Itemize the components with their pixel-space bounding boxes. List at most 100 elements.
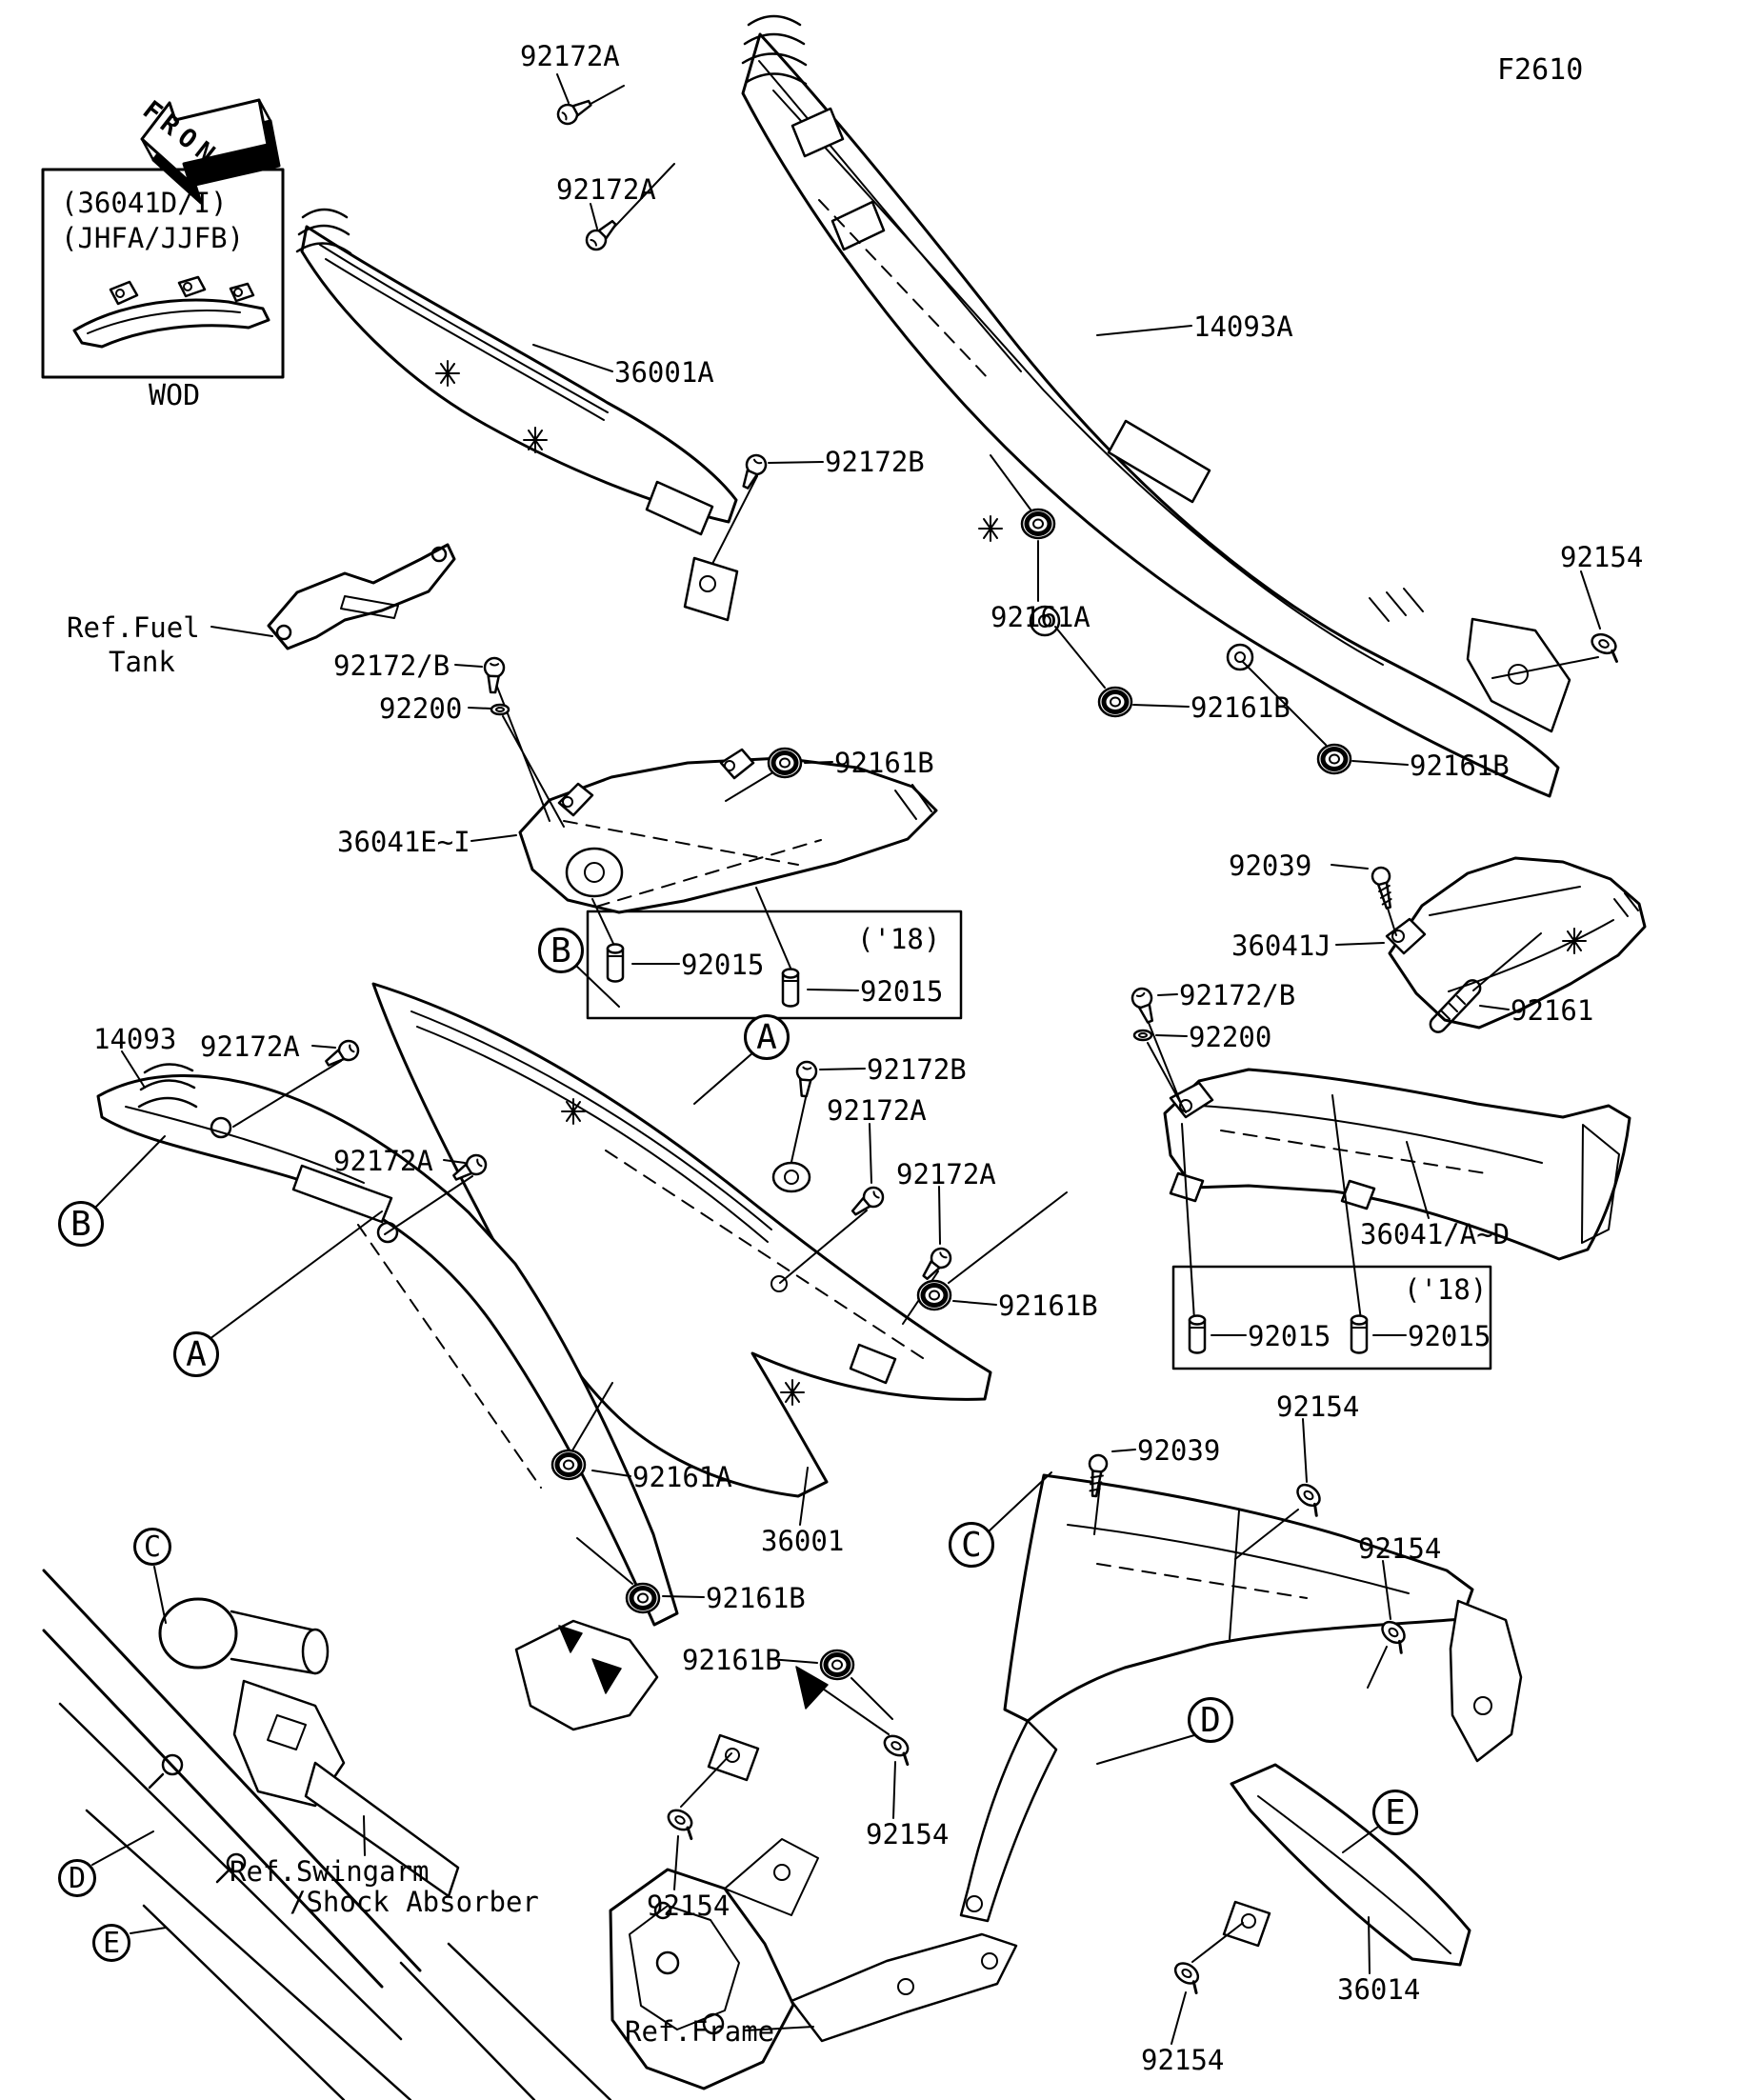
grommet-icon	[552, 1450, 585, 1479]
part-label-36001a-2: 36001A	[614, 356, 714, 389]
part-label-14093a-4: 14093A	[1193, 310, 1293, 343]
figure-code: F2610	[1497, 53, 1584, 87]
part-label-92172a-0: 92172A	[520, 40, 620, 72]
cover-36041A-D-drawing	[1163, 1068, 1631, 1261]
chain-cover-drawing	[959, 1473, 1523, 1967]
part-label-92154-41: 92154	[866, 1818, 950, 1850]
part-label-92015-15: 92015	[681, 949, 765, 981]
inset-line1: (36041D/I)	[61, 187, 228, 219]
damper-peg-icon	[1188, 1314, 1207, 1354]
part-label-92161b-37: 92161B	[682, 1644, 782, 1676]
screw-icon	[552, 92, 596, 130]
part-label-92161b-9: 92161B	[834, 747, 934, 779]
part-label-reffuel-10: Ref.Fuel	[67, 611, 200, 644]
part-label-92200-13: 92200	[379, 692, 463, 725]
part-label-shockabsorber-44: /Shock Absorber	[290, 1886, 539, 1918]
part-label-92039-18: 92039	[1229, 850, 1312, 882]
callout-c-4: C	[133, 1528, 171, 1566]
grommet-icon	[1022, 510, 1054, 538]
flat-screw-icon	[662, 1805, 703, 1841]
part-label-36041j-19: 36041J	[1231, 930, 1331, 962]
part-label-92015-32: 92015	[1248, 1320, 1331, 1352]
part-label-92039-39: 92039	[1137, 1434, 1221, 1467]
part-label-92154-40: 92154	[1358, 1532, 1442, 1565]
callout-d-8: D	[1188, 1697, 1233, 1743]
grommet-icon	[918, 1281, 951, 1310]
part-label-18-31: ('18)	[1404, 1273, 1488, 1306]
inset-line2: (JHFA/JJFB)	[61, 222, 245, 254]
screw-icon	[581, 214, 622, 255]
tapping-screw-icon	[1369, 864, 1399, 911]
callout-a-3: A	[173, 1331, 219, 1377]
part-label-92161b-8: 92161B	[1410, 750, 1510, 782]
part-label-36041ei-14: 36041E~I	[337, 826, 470, 858]
bracket-36041E-I-drawing	[518, 748, 938, 914]
fuel-tank-bracket-drawing	[267, 543, 456, 650]
damper-peg-icon	[606, 943, 625, 983]
callout-b-2: B	[58, 1201, 104, 1247]
part-label-92172a-28: 92172A	[896, 1158, 996, 1190]
front-arrow-icon	[140, 98, 281, 205]
grommet-icon	[769, 749, 801, 777]
part-label-92015-17: 92015	[860, 975, 944, 1008]
part-label-36001-35: 36001	[761, 1525, 845, 1557]
frame-reference-drawing	[609, 1838, 1018, 2090]
dashed-assembly-lines	[357, 199, 1487, 1599]
wod-part-drawing	[72, 275, 270, 349]
callout-a-1: A	[744, 1014, 790, 1060]
part-label-92015-33: 92015	[1408, 1320, 1491, 1352]
washer-icon	[1132, 1029, 1153, 1042]
part-label-92154-5: 92154	[1560, 541, 1644, 573]
flat-screw-icon	[1169, 1957, 1210, 1994]
part-label-92172a-27: 92172A	[827, 1094, 927, 1127]
part-label-14093-23: 14093	[93, 1023, 177, 1055]
part-label-92172b-26: 92172B	[867, 1053, 967, 1086]
washer-icon	[490, 703, 510, 716]
flat-screw-icon	[1587, 629, 1627, 663]
leader-lines	[91, 73, 1601, 2045]
cover-14093-drawing	[96, 1063, 829, 1782]
part-label-92154-46: 92154	[1141, 2044, 1225, 2076]
grommet-icon	[1099, 688, 1131, 716]
part-label-92154-38: 92154	[1276, 1390, 1360, 1423]
part-label-92172a-1: 92172A	[556, 173, 656, 206]
cover-14093A-drawing	[741, 14, 1571, 798]
fasteners	[321, 92, 1627, 1994]
inset-caption: WOD	[149, 379, 201, 412]
screw-icon	[793, 1059, 819, 1099]
part-label-92161-22: 92161	[1511, 994, 1594, 1027]
part-label-92154-42: 92154	[647, 1890, 730, 1922]
callout-e-6: E	[92, 1924, 130, 1962]
flat-screw-icon	[878, 1730, 919, 1767]
part-label-36014-47: 36014	[1337, 1973, 1421, 2006]
screw-icon	[1128, 984, 1161, 1027]
screw-icon	[321, 1035, 364, 1073]
inset-box-outline	[41, 168, 285, 379]
part-label-92200-21: 92200	[1189, 1021, 1272, 1053]
cover-36041J-drawing	[1385, 856, 1647, 1030]
part-label-92172b-12: 92172/B	[333, 650, 450, 682]
cover-36001A-drawing	[295, 208, 739, 622]
callout-e-9: E	[1372, 1790, 1418, 1835]
callout-b-0: B	[538, 928, 584, 973]
grommet-icon	[627, 1584, 659, 1612]
part-label-92172b-20: 92172/B	[1179, 979, 1296, 1011]
part-label-92161a-6: 92161A	[991, 601, 1091, 633]
screw-icon	[482, 656, 506, 694]
part-label-18-16: ('18)	[857, 923, 941, 955]
callout-d-5: D	[58, 1859, 96, 1897]
callout-c-7: C	[949, 1522, 994, 1568]
grommet-icon	[1318, 745, 1351, 773]
part-label-refframe-45: Ref.Frame	[625, 2015, 775, 2048]
screw-icon	[916, 1243, 956, 1286]
part-label-92161b-29: 92161B	[998, 1290, 1098, 1322]
part-label-36041ad-30: 36041/A~D	[1360, 1218, 1511, 1250]
year18-box-right	[1171, 1265, 1492, 1370]
part-label-92161b-7: 92161B	[1191, 691, 1291, 724]
part-label-tank-11: Tank	[109, 646, 175, 678]
part-label-92161a-34: 92161A	[632, 1461, 732, 1493]
part-label-92172a-25: 92172A	[333, 1145, 433, 1177]
swingarm-reference-drawing	[42, 1569, 612, 2100]
